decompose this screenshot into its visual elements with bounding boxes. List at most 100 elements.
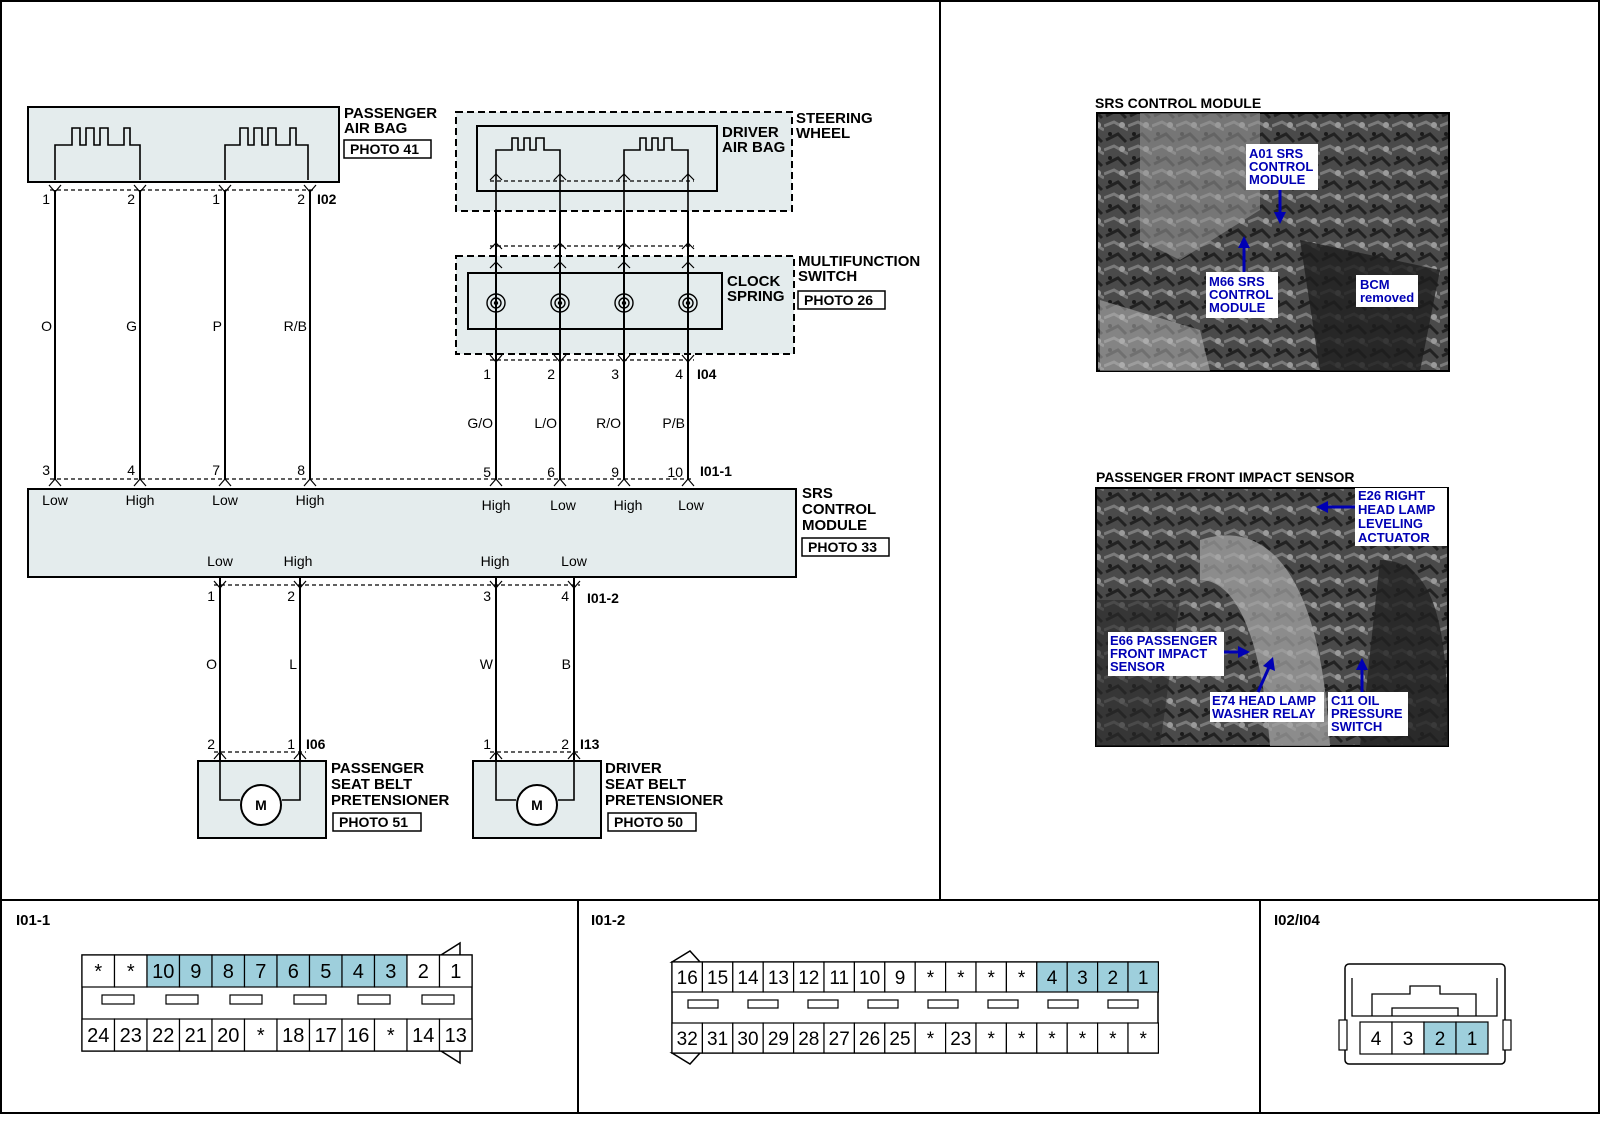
connector-pin-number: 3 [385, 961, 396, 983]
connector-pin-number: 21 [185, 1025, 207, 1047]
srs-module-label-2: CONTROL [802, 501, 876, 518]
connector-pin-number: * [257, 1025, 265, 1047]
connector-pin-number: 11 [829, 968, 849, 989]
photo-callout: HEAD LAMP [1358, 502, 1436, 517]
connector-pin-number: 6 [288, 961, 299, 983]
connector-pin-number: 1 [450, 961, 461, 983]
passenger-air-bag: PASSENGER AIR BAG PHOTO 41 [27, 105, 437, 183]
connector-pin-cell [243, 954, 278, 988]
photo-callout: SWITCH [1331, 719, 1382, 734]
passenger-pretensioner-label-1: PASSENGER [331, 760, 424, 777]
module-pin-label: Low [561, 553, 588, 569]
connector-pin-number: 7 [255, 961, 266, 983]
wire-color: R/O [596, 415, 621, 431]
driver-pretensioner-photo-ref[interactable]: PHOTO 50 [614, 814, 683, 830]
steering-wheel: DRIVER AIR BAG STEERING WHEEL [455, 110, 873, 212]
connector-pin-cell [308, 954, 343, 988]
connector-pin-cell [792, 961, 825, 993]
module-pin-label: Low [207, 553, 234, 569]
connector-pin-cell [762, 1022, 795, 1054]
connector-pin-number: 2 [1108, 968, 1119, 989]
wire-color: B [562, 656, 571, 672]
connector-pin-cell [1127, 1022, 1159, 1054]
photo-callout: CONTROL [1209, 287, 1273, 302]
module-pin-label: High [481, 553, 510, 569]
module-pin-label: Low [550, 497, 577, 513]
connector-pin-number: 26 [859, 1029, 880, 1050]
connector-pin-number: 13 [768, 968, 789, 989]
connector-view-title: I01-1 [16, 912, 50, 929]
connector-pin-cell [341, 1018, 376, 1052]
pin-number: 1 [207, 588, 215, 604]
photo-callout: E66 PASSENGER [1110, 633, 1218, 648]
connector-pin-cell [113, 954, 148, 988]
driver-seat-belt-pretensioner: M DRIVER SEAT BELT PRETENSIONER PHOTO 50 [472, 760, 724, 839]
connector-pin-number: * [957, 968, 965, 989]
pin-number: 2 [207, 736, 215, 752]
photo-title: SRS CONTROL MODULE [1095, 95, 1261, 111]
connector-pin-cell [884, 1022, 916, 1054]
passenger-air-bag-label-1: PASSENGER [344, 105, 437, 122]
connector-pin-number: * [927, 968, 935, 989]
passenger-pretensioner-label-2: SEAT BELT [331, 776, 412, 793]
connector-pin-cell [438, 1018, 473, 1052]
pin-number: 1 [287, 736, 295, 752]
connector-pin-number: 13 [445, 1025, 467, 1047]
wire-color: P [213, 318, 222, 334]
pin-number: 7 [212, 462, 220, 478]
connector-pin-number: * [127, 961, 135, 983]
squib-icon [54, 127, 309, 180]
connector-pin-cell [671, 961, 703, 993]
driver-air-bag-label-2: AIR BAG [722, 139, 785, 156]
connector-pin-cell [243, 1018, 278, 1052]
connector-pin-cell [1066, 961, 1099, 993]
connector-pin-cell [373, 954, 408, 988]
connector-pin-cell [406, 1018, 441, 1052]
connector-pin-cell [373, 1018, 408, 1052]
connector-pin-cell [701, 961, 734, 993]
passenger-air-bag-photo-ref[interactable]: PHOTO 41 [350, 141, 419, 157]
latch-slots [101, 994, 455, 1005]
photo-callout: CONTROL [1249, 159, 1313, 174]
connector-pin-number: 10 [152, 961, 174, 983]
wire-color: P/B [662, 415, 685, 431]
latch-slots [687, 999, 1139, 1009]
connector-id-i01-2: I01-2 [587, 590, 619, 606]
connector-pin-cell [1005, 961, 1038, 993]
wire-color: L [289, 656, 297, 672]
multifunction-switch-photo-ref[interactable]: PHOTO 26 [804, 292, 873, 308]
pin-number: 6 [547, 464, 555, 480]
wire-color: O [206, 656, 217, 672]
connector-pin-number: 2 [1435, 1029, 1446, 1050]
photo-callout: removed [1360, 290, 1414, 305]
module-pin-label: Low [212, 492, 239, 508]
wire-color: R/B [284, 318, 307, 334]
connector-pin-number: 17 [315, 1025, 337, 1047]
pin-number: 1 [483, 366, 491, 382]
passenger-pretensioner-label-3: PRETENSIONER [331, 792, 450, 809]
connector-pin-number: 22 [152, 1025, 174, 1047]
connector-pin-number: 4 [353, 961, 364, 983]
photo-callout: PRESSURE [1331, 706, 1403, 721]
wire-color: W [480, 656, 494, 672]
connector-pin-cell [853, 1022, 886, 1054]
connector-pin-cell [1005, 1022, 1038, 1054]
connector-pin-cell [975, 961, 1007, 993]
motor-icon: M [255, 797, 267, 813]
connector-pin-number: 4 [1371, 1029, 1382, 1050]
photo-callout: MODULE [1209, 300, 1266, 315]
connector-pin-number: * [987, 1029, 995, 1050]
module-pin-label: High [482, 497, 511, 513]
photo-passenger-front-impact-sensor: PASSENGER FRONT IMPACT SENSOR E26 RIGHT … [1095, 469, 1449, 747]
connector-pin-cell [276, 1018, 311, 1052]
pin-number: 3 [483, 588, 491, 604]
connector-pin-number: 9 [190, 961, 201, 983]
connector-pin-number: * [987, 968, 995, 989]
connector-id-i06: I06 [306, 736, 326, 752]
steering-wheel-label-2: WHEEL [796, 125, 850, 142]
connector-pin-number: 1 [1138, 968, 1149, 989]
connector-pin-number: 16 [347, 1025, 369, 1047]
passenger-pretensioner-photo-ref[interactable]: PHOTO 51 [339, 814, 408, 830]
srs-module-photo-ref[interactable]: PHOTO 33 [808, 539, 877, 555]
